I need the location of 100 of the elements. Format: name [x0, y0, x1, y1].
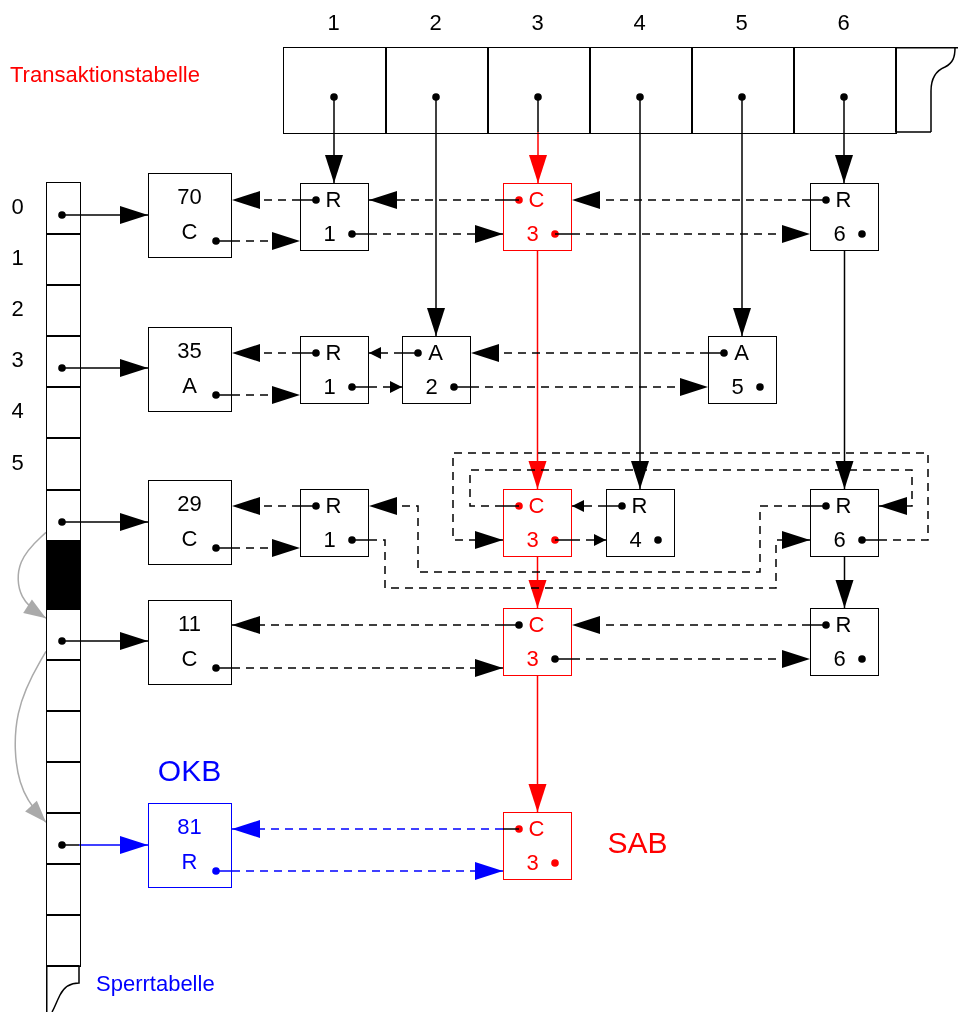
lock-count: 11 — [178, 612, 201, 635]
transaction-number: 1 — [323, 528, 336, 551]
lock-request-box — [402, 336, 471, 404]
lock-count: 81 — [177, 815, 202, 838]
arrow — [78, 513, 149, 531]
lock-request-box — [300, 489, 369, 557]
dashed-arrow — [368, 381, 403, 393]
transaction-number: 6 — [833, 222, 846, 245]
lock-mode: C — [528, 494, 545, 517]
lock-mode: C — [528, 613, 545, 636]
table-cell — [46, 812, 81, 865]
dashed-arrow — [470, 344, 709, 362]
column-number: 3 — [531, 11, 544, 34]
lock-request-box — [300, 183, 369, 251]
dashed-arrow — [452, 452, 929, 549]
dashed-arrow — [571, 616, 811, 634]
transaction-number: 5 — [731, 375, 744, 398]
row-number: 4 — [11, 400, 24, 422]
lock-header-box — [148, 173, 232, 258]
curved-arrow — [14, 650, 47, 823]
lock-mode: R — [181, 850, 198, 873]
lock-header-box — [148, 480, 232, 565]
dashed-arrow — [571, 225, 811, 243]
dashed-arrow — [231, 539, 301, 557]
dashed-arrow — [469, 469, 913, 515]
dashed-arrow — [470, 378, 709, 396]
lock-request-box — [503, 183, 572, 251]
table-cell — [46, 863, 81, 916]
row-number: 5 — [11, 451, 24, 474]
row-number: 0 — [11, 196, 24, 218]
dashed-arrow — [231, 616, 504, 634]
transaction-number: 3 — [526, 222, 539, 245]
column-number: 2 — [429, 11, 442, 34]
dashed-arrow — [571, 191, 811, 209]
lock-mode: A — [734, 341, 749, 364]
arrow — [835, 131, 853, 184]
arrow — [528, 250, 547, 490]
dashed-arrow — [368, 531, 811, 589]
transaction-number: 1 — [323, 222, 336, 245]
dashed-arrow — [571, 534, 607, 546]
arrow — [325, 131, 343, 184]
lock-header-box — [148, 600, 232, 685]
transaction-number: 1 — [323, 375, 336, 398]
dashed-arrow — [231, 386, 301, 404]
transaction-number: 4 — [629, 528, 642, 551]
lock-mode: C — [181, 647, 198, 670]
column-number: 5 — [735, 11, 748, 34]
arrow — [78, 836, 149, 854]
annotation-label: OKB — [157, 755, 222, 786]
column-number: 4 — [633, 11, 646, 34]
dashed-arrow — [231, 232, 301, 250]
annotation-label: SAB — [607, 827, 668, 858]
row-number: 2 — [11, 298, 24, 320]
arrow — [78, 359, 149, 377]
lock-mode: R — [325, 188, 342, 211]
table-cell — [46, 608, 81, 661]
lock-mode: C — [528, 817, 545, 840]
lock-request-box — [606, 489, 675, 557]
lock-request-box — [300, 336, 369, 404]
torn-table-cell — [46, 965, 81, 1012]
transaction-number: 6 — [833, 647, 846, 670]
column-number: 1 — [327, 11, 340, 34]
arrow — [835, 556, 854, 609]
dashed-arrow — [368, 191, 504, 209]
lock-request-box — [503, 489, 572, 557]
lock-mode: R — [631, 494, 648, 517]
filled-table-cell — [46, 540, 81, 610]
curved-arrow — [17, 531, 47, 619]
table-cell — [46, 710, 81, 763]
column-number: 6 — [837, 11, 850, 34]
transaction-number: 3 — [526, 647, 539, 670]
arrow — [528, 556, 547, 609]
lock-mode: A — [182, 374, 197, 397]
lock-request-box — [810, 608, 879, 676]
dashed-arrow — [231, 191, 301, 209]
lock-mode: R — [325, 341, 342, 364]
lock-count: 29 — [177, 492, 202, 515]
torn-table-cell — [895, 47, 958, 134]
dashed-arrow — [571, 650, 811, 668]
table-title: Transaktionstabelle — [10, 64, 200, 86]
dashed-arrow — [368, 225, 504, 243]
dashed-arrow — [231, 344, 301, 362]
arrow — [529, 131, 547, 184]
lock-request-box — [810, 489, 879, 557]
transaction-number: 3 — [526, 528, 539, 551]
arrow — [733, 131, 751, 337]
arrow — [631, 131, 649, 490]
lock-request-box — [708, 336, 777, 404]
dashed-arrow — [231, 862, 504, 880]
arrow — [835, 250, 854, 490]
table-cell — [46, 761, 81, 814]
lock-mode: C — [528, 188, 545, 211]
arrow — [78, 206, 149, 224]
lock-mode: A — [428, 341, 443, 364]
dashed-arrow — [368, 497, 811, 573]
lock-request-box — [810, 183, 879, 251]
dashed-arrow — [571, 500, 607, 512]
table-cell — [46, 914, 81, 967]
arrow — [528, 675, 547, 813]
lock-mode: R — [325, 494, 342, 517]
